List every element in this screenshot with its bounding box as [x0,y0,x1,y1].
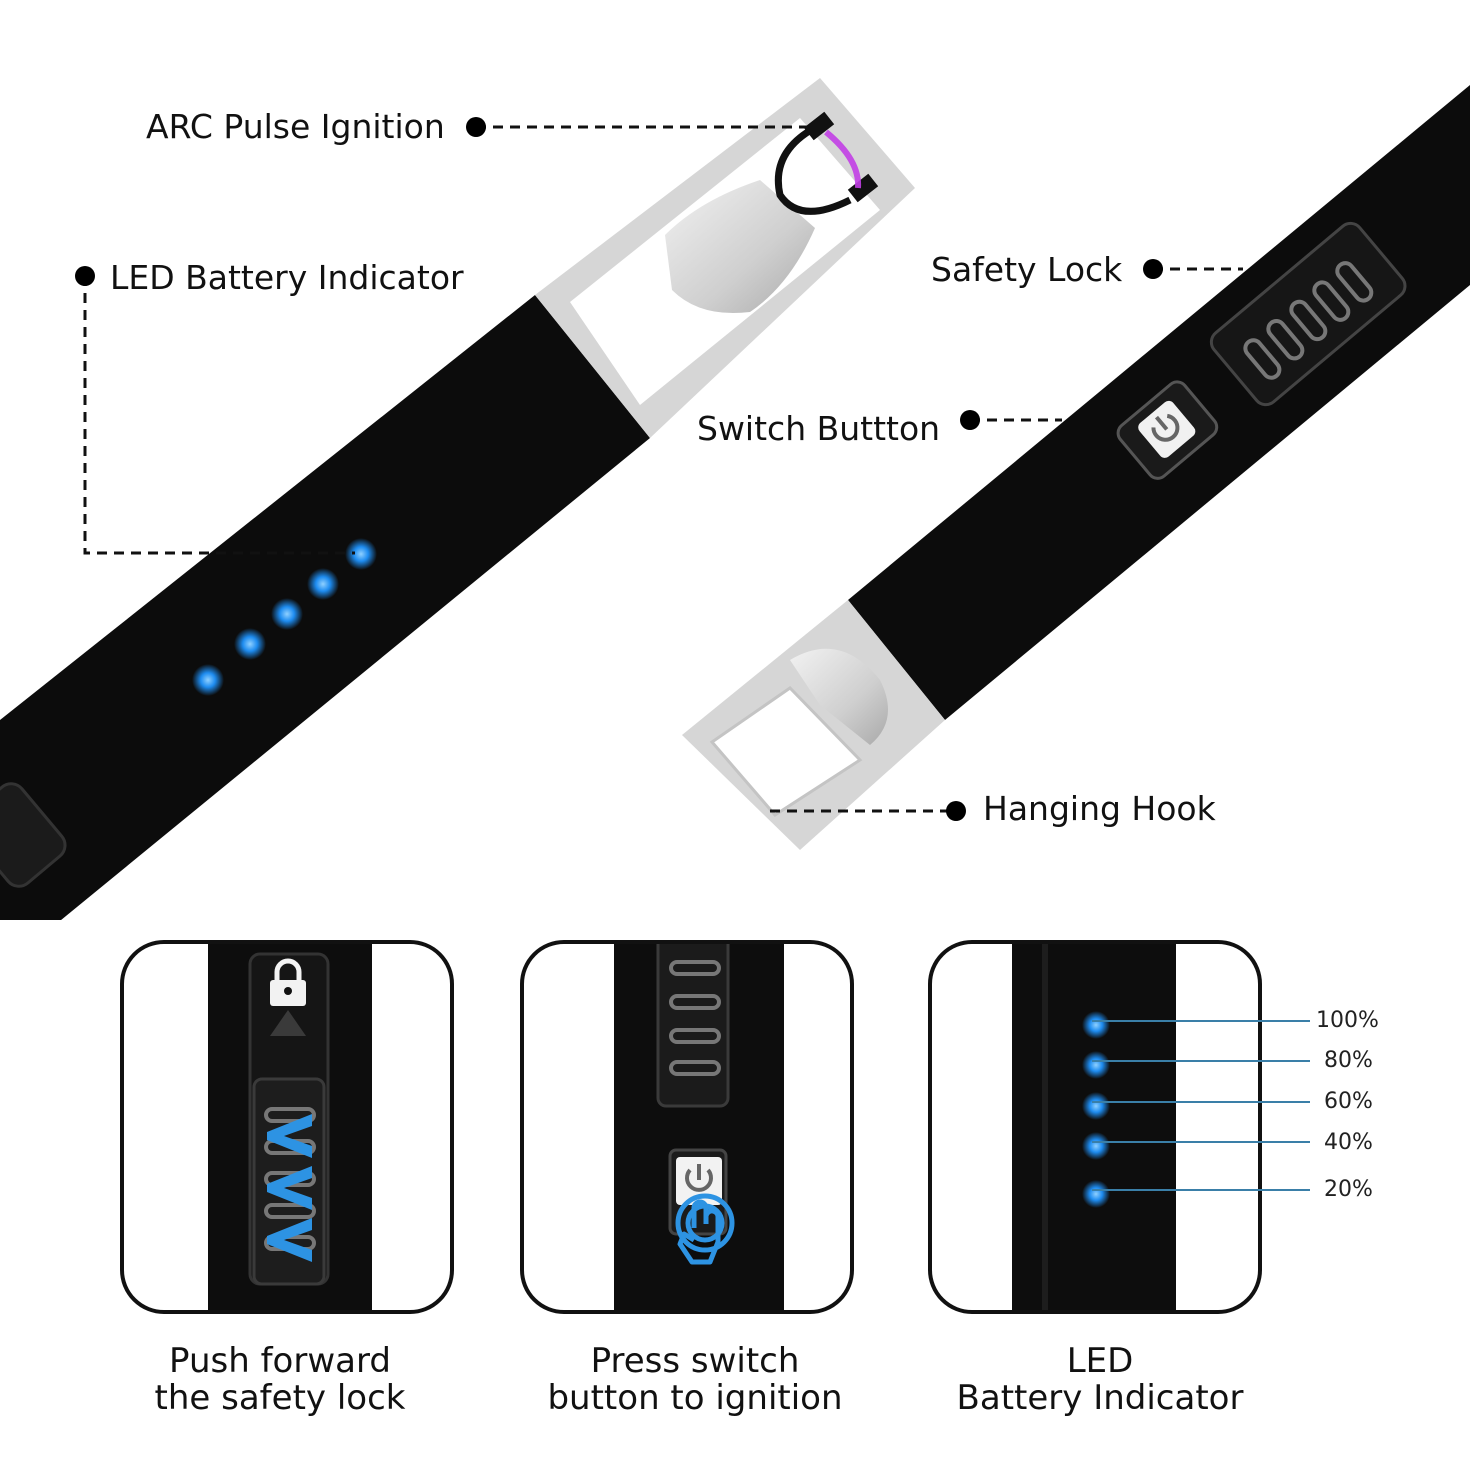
panel-switch [520,940,854,1314]
hanging-hook-hole [709,686,863,817]
leader-led [83,276,355,555]
caption-switch-line1: Press switch [590,1341,800,1381]
leader-dot-led [75,266,95,286]
label-led-battery-indicator: LED Battery Indicator [110,258,464,297]
battery-led-60 [1082,1092,1110,1120]
lighter-right [682,85,1470,850]
ignition-cap-arc [774,121,852,215]
lighter-left-slider-stub [0,782,67,888]
panel-safety-lock [120,940,454,1314]
caption-switch: Press switch button to ignition [535,1343,855,1417]
power-icon-key [676,1157,722,1205]
led-dot-1 [192,664,224,696]
caption-safety-lock-line2: the safety lock [154,1378,406,1418]
battery-level-60: 60% [1324,1089,1373,1114]
led-dot-4 [307,568,339,600]
led-dot-2 [234,628,266,660]
leader-dot-switch [960,410,980,430]
leader-dots [75,117,1163,821]
caption-battery-line2: Battery Indicator [956,1378,1244,1418]
battery-led-100 [1082,1011,1110,1039]
battery-led-20 [1082,1180,1110,1208]
label-arc-pulse-ignition: ARC Pulse Ignition [146,107,445,146]
battery-level-80: 80% [1324,1048,1373,1073]
leader-dot-arc [466,117,486,137]
battery-level-100: 100% [1316,1008,1379,1033]
push-chevrons-icon [267,1114,312,1262]
up-triangle-icon [270,1010,306,1036]
arc-plasma [824,129,862,189]
led-dot-3 [271,598,303,630]
caption-battery: LED Battery Indicator [940,1343,1260,1417]
lighter-left [0,78,915,920]
label-switch-button: Switch Buttton [697,409,941,448]
power-icon [685,1168,713,1192]
panel-battery-art [1012,944,1176,1310]
ignition-head [665,180,815,314]
hook-head [790,648,888,745]
safety-lock-slider [1209,221,1407,407]
lighter-left-body [0,295,650,920]
battery-level-20: 20% [1324,1177,1373,1202]
power-switch-button [1116,380,1219,480]
caption-battery-line1: LED [1066,1341,1134,1381]
panel-switch-art [614,944,784,1310]
panel-battery [928,940,1262,1314]
panel-safety-lock-art [208,944,372,1310]
leader-dot-safety [1143,259,1163,279]
battery-level-40: 40% [1324,1130,1373,1155]
finger-press-icon [675,1193,735,1265]
leader-lines [83,125,1243,813]
label-hanging-hook: Hanging Hook [983,789,1216,828]
caption-safety-lock: Push forward the safety lock [120,1343,440,1417]
battery-led-40 [1082,1132,1110,1160]
leader-dot-hook [946,801,966,821]
label-safety-lock: Safety Lock [931,250,1123,289]
caption-safety-lock-line1: Push forward [169,1341,391,1381]
led-dot-5 [345,538,377,570]
electrode-bottom [847,173,879,203]
caption-switch-line2: button to ignition [547,1378,843,1418]
lighter-illustration [0,78,1470,920]
battery-led-80 [1082,1051,1110,1079]
